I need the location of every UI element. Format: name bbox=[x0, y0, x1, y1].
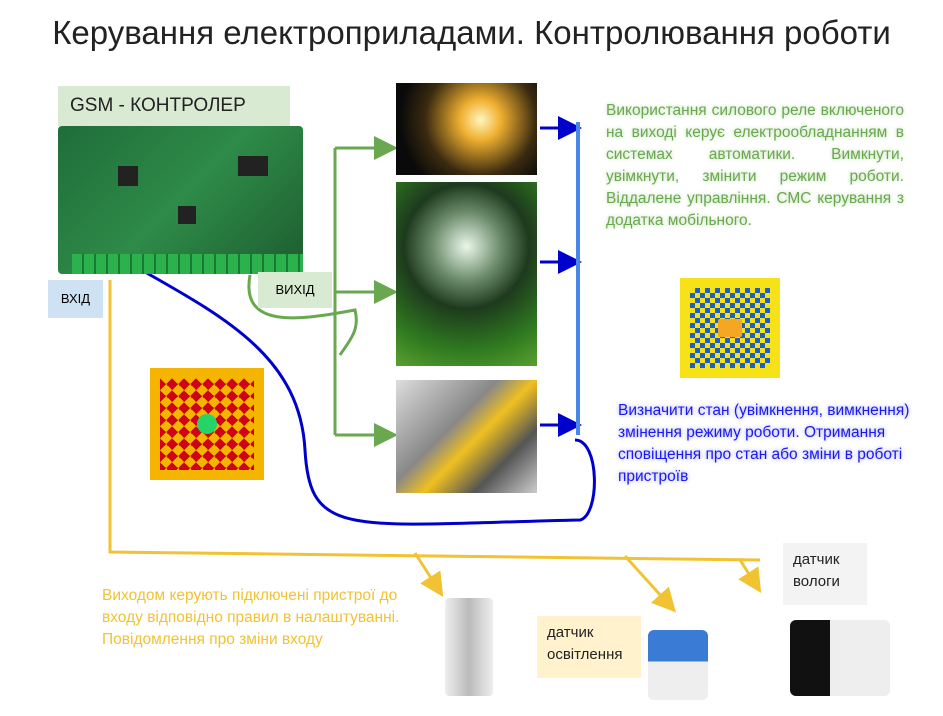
output-wire bbox=[247, 274, 358, 356]
whatsapp-icon bbox=[197, 414, 217, 434]
motion-sensor-image bbox=[445, 598, 493, 696]
mail-icon bbox=[718, 319, 742, 337]
light-sensor-label: датчик освітлення bbox=[537, 616, 641, 678]
light-sensor-image bbox=[648, 630, 708, 700]
feedback-lines bbox=[144, 116, 596, 526]
output-description: Використання силового реле включеного на… bbox=[606, 102, 904, 229]
mail-qr-code[interactable] bbox=[680, 278, 780, 378]
whatsapp-qr-code[interactable] bbox=[150, 368, 264, 480]
gsm-controller-label: GSM - КОНТРОЛЕР bbox=[58, 86, 290, 126]
output-label: ВИХІД bbox=[258, 272, 332, 308]
electrical-panel-image bbox=[396, 380, 537, 493]
status-description: Визначити стан (увімкнення, вимкнення) з… bbox=[618, 402, 910, 485]
sprinkler-image bbox=[396, 182, 537, 366]
input-label: ВХІД bbox=[48, 280, 103, 318]
humidity-sensor-image bbox=[790, 620, 890, 696]
input-lines bbox=[108, 280, 762, 613]
input-description: Виходом керують підключені пристрої до в… bbox=[102, 587, 400, 648]
output-lines bbox=[247, 136, 398, 447]
light-bulb-image bbox=[396, 83, 537, 175]
humidity-sensor-label: датчик вологи bbox=[783, 543, 867, 605]
gsm-controller-board-image bbox=[58, 126, 303, 274]
slide-title: Керування електроприладами. Контролюванн… bbox=[52, 14, 891, 51]
